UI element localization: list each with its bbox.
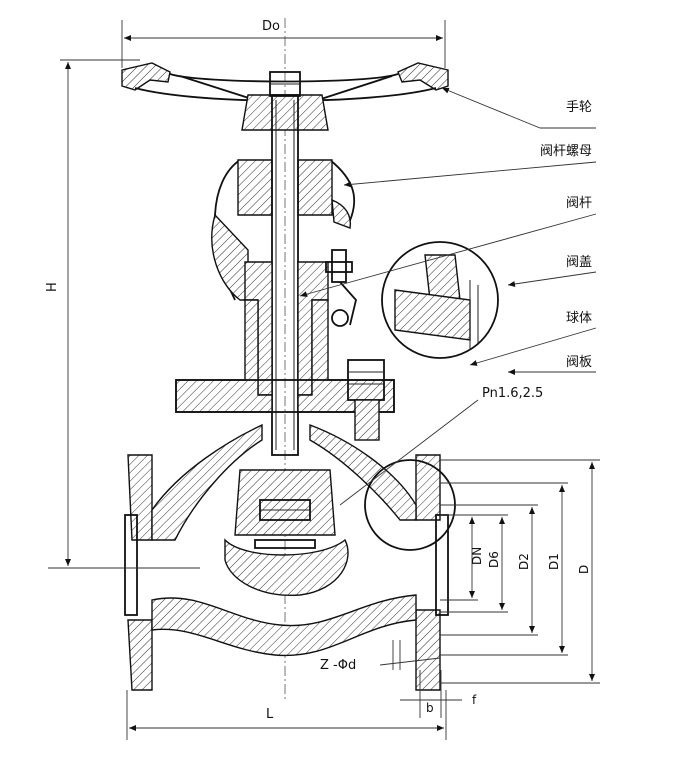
part-label-ball: 球体 [566,311,592,326]
label-pressure: Pn1.6,2.5 [482,386,543,401]
label-l: L [266,707,274,722]
label-do: Do [262,19,280,34]
label-d6: D6 [487,551,501,568]
dimension-h: H [45,59,200,569]
label-b: b [426,701,434,715]
part-leaders [299,87,597,375]
part-label-stem: 阀杆 [566,196,592,211]
part-label-disc: 阀板 [566,355,592,370]
pressure-callout: Pn1.6,2.5 [339,386,543,506]
detail-bonnet-circle [381,241,499,359]
part-label-bonnet: 阀盖 [566,255,592,270]
part-label-stem-nut: 阀杆螺母 [540,144,592,159]
flange-dimensions: DN D6 D2 D1 D [440,459,600,684]
dimension-l: L [126,690,447,740]
dimension-do: Do [121,19,446,68]
label-dn: DN [470,547,484,565]
yoke [211,159,356,301]
label-f: f [472,693,477,707]
label-d2: D2 [517,553,531,570]
label-h: H [45,282,60,292]
dimension-b-f: b f [400,670,477,718]
label-z-phi-d: Z -Φd [320,658,356,673]
label-d1: D1 [547,553,561,570]
bonnet [175,249,395,441]
handwheel [121,62,449,131]
part-label-handwheel: 手轮 [566,100,592,115]
valve-body [124,423,449,691]
label-d: D [577,565,591,574]
bolt-callout: Z -Φd [320,640,441,673]
